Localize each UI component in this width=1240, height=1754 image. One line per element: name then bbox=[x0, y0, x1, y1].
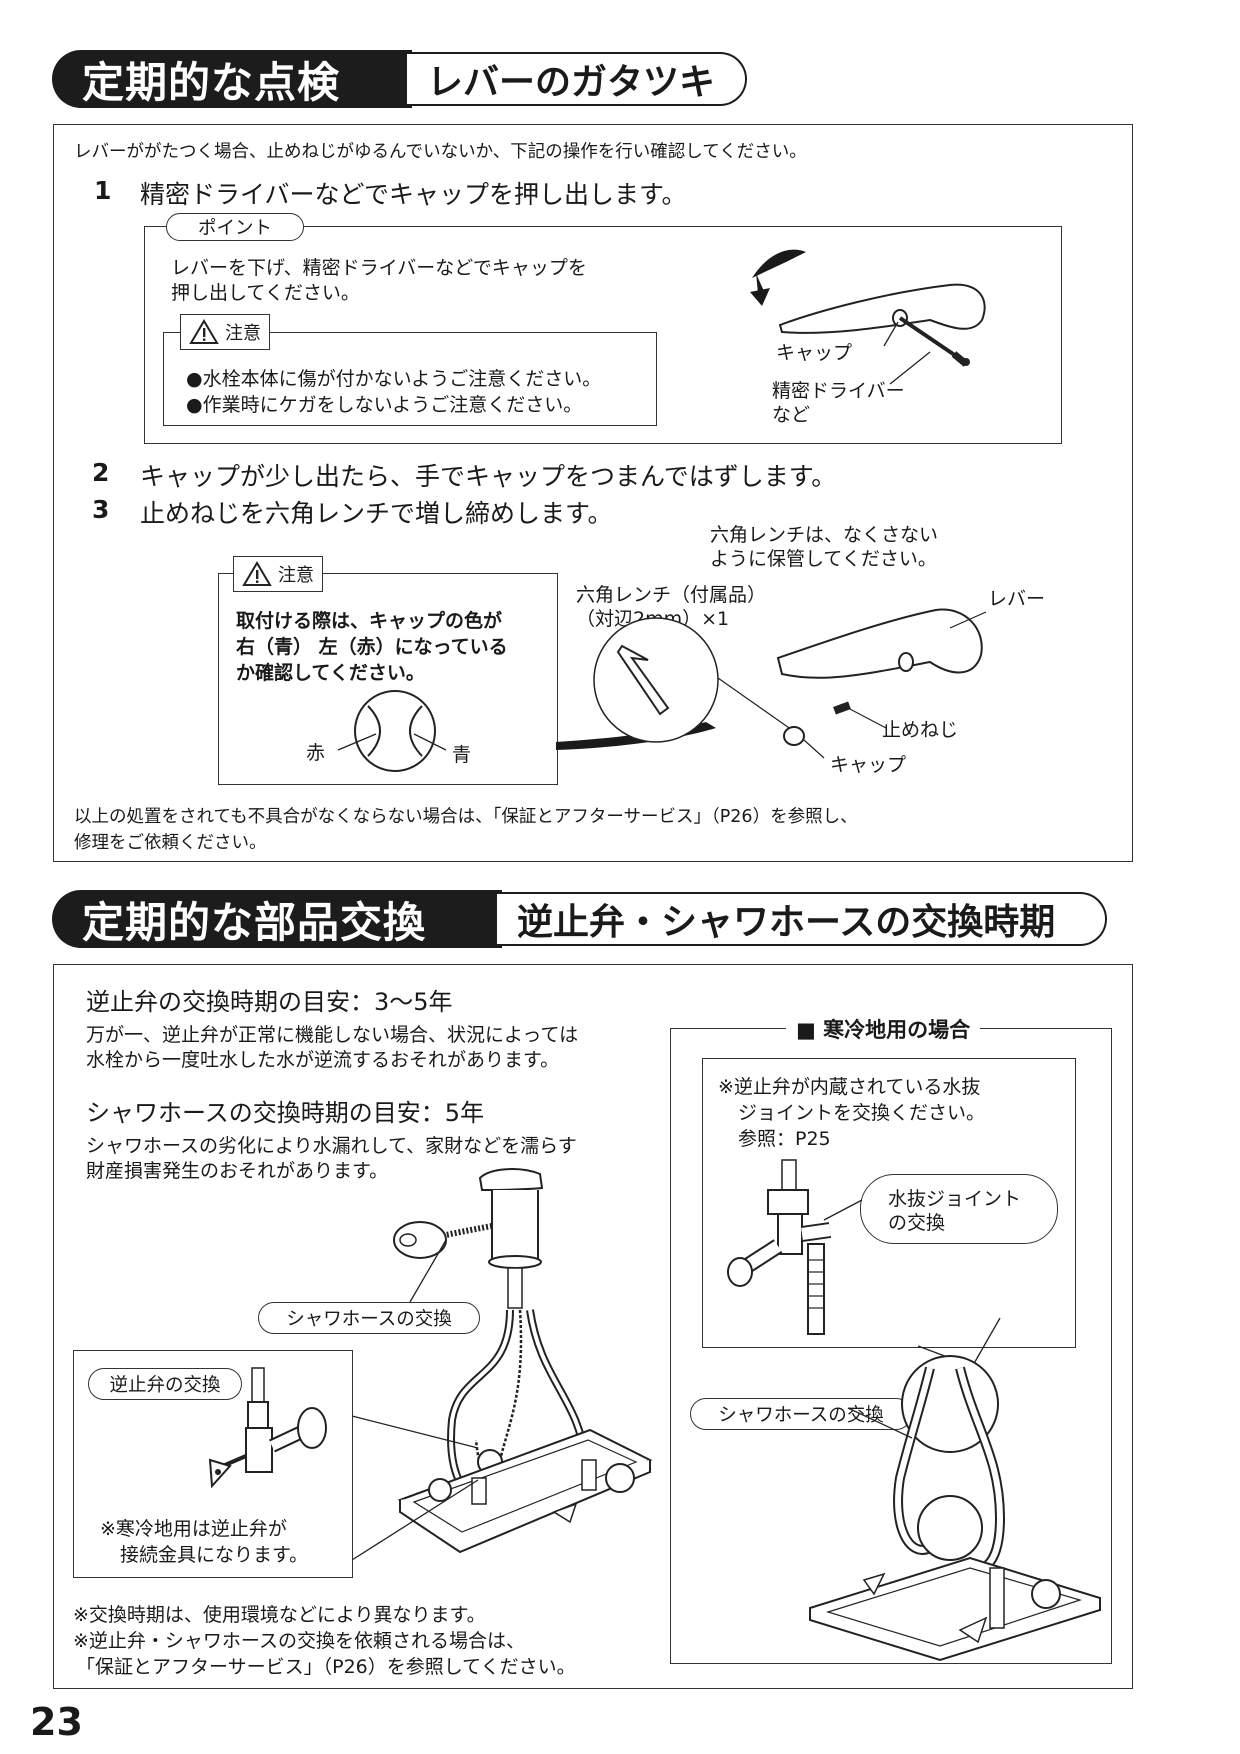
valve-exchange-label: 逆止弁の交換 bbox=[88, 1368, 242, 1400]
step2-text: キャップが少し出たら、手でキャップをつまんではずします。 bbox=[140, 462, 837, 491]
cold-note-line1: ※寒冷地用は逆止弁が bbox=[100, 1518, 287, 1540]
wrench-note-line2: ように保管してください。 bbox=[710, 548, 937, 570]
wrench-label-line1: 六角レンチ（付属品） bbox=[576, 584, 767, 606]
step1-number: 1 bbox=[94, 176, 112, 205]
inspection-intro: レバーががたつく場合、止めねじがゆるんでいないか、下記の操作を行い確認してくださ… bbox=[74, 142, 807, 162]
drain-joint-callout bbox=[860, 1174, 1058, 1244]
hose-exchange-label: シャワホースの交換 bbox=[258, 1302, 480, 1334]
step2-number: 2 bbox=[92, 458, 110, 487]
inspection-footer-line1: 以上の処置をされても不具合がなくならない場合は、「保証とアフターサービス」（P2… bbox=[74, 807, 858, 827]
exchange-note1: ※交換時期は、使用環境などにより異なります。 bbox=[73, 1604, 486, 1626]
step3-text: 止めねじを六角レンチで増し締めします。 bbox=[140, 499, 613, 528]
valve-illustration bbox=[208, 1367, 327, 1489]
screw-label: 止めねじ bbox=[882, 719, 959, 741]
section1-subtitle: レバーのガタツキ bbox=[407, 52, 747, 106]
cold-box-line1: ※逆止弁が内蔵されている水抜 bbox=[718, 1076, 981, 1098]
hose-exchange-label-2: シャワホースの交換 bbox=[690, 1398, 912, 1430]
caution-tag-2: 注意 bbox=[233, 556, 323, 592]
point-text-line1: レバーを下げ、精密ドライバーなどでキャップを bbox=[171, 257, 587, 279]
cap-label-1: キャップ bbox=[776, 342, 853, 364]
faucet-sink-illustration bbox=[393, 1168, 653, 1554]
lever-label: レバー bbox=[988, 588, 1046, 610]
caution-tag-1: 注意 bbox=[180, 314, 270, 350]
warning-triangle-icon bbox=[189, 319, 219, 345]
cold-note-line2: 接続金具になります。 bbox=[120, 1544, 309, 1566]
cold-faucet-illustration bbox=[809, 1317, 1101, 1662]
lever-driver-illustration bbox=[750, 249, 986, 385]
point-text-line2: 押し出してください。 bbox=[171, 282, 360, 304]
point-label: ポイント bbox=[166, 213, 304, 241]
caution-label-1: 注意 bbox=[225, 323, 261, 344]
cold-box-line3: 参照：P25 bbox=[738, 1128, 831, 1150]
wrench-note-line1: 六角レンチは、なくさない bbox=[710, 524, 939, 546]
caution-label-2: 注意 bbox=[278, 565, 314, 586]
drain-joint-line1: 水抜ジョイント bbox=[888, 1188, 1022, 1210]
drain-joint-line2: の交換 bbox=[888, 1212, 946, 1234]
hose-text-line2: 財産損害発生のおそれがあります。 bbox=[86, 1160, 389, 1182]
valve-text-line2: 水栓から一度吐水した水が逆流するおそれがあります。 bbox=[86, 1049, 560, 1071]
step1-text: 精密ドライバーなどでキャップを押し出します。 bbox=[140, 180, 687, 209]
inspection-footer-line2: 修理をご依頼ください。 bbox=[74, 833, 267, 853]
caution2-line3: か確認してください。 bbox=[236, 662, 425, 684]
blue-label: 青 bbox=[452, 744, 472, 766]
cap-label-2: キャップ bbox=[830, 754, 907, 776]
lever-wrench-illustration bbox=[556, 608, 987, 759]
driver-label-line2: など bbox=[772, 404, 811, 426]
red-label: 赤 bbox=[306, 742, 326, 764]
caution1-bullet2: ●作業時にケガをしないようご注意ください。 bbox=[186, 394, 583, 416]
caution1-bullet1: ●水栓本体に傷が付かないようご注意ください。 bbox=[186, 368, 602, 390]
exchange-note2: ※逆止弁・シャワホースの交換を依頼される場合は、 bbox=[73, 1630, 525, 1652]
cold-region-heading: ■ 寒冷地用の場合 bbox=[786, 1014, 981, 1044]
section2-title: 定期的な部品交換 bbox=[52, 890, 502, 948]
section1-title: 定期的な点検 bbox=[52, 50, 412, 108]
warning-triangle-icon bbox=[242, 561, 272, 587]
hose-heading: シャワホースの交換時期の目安：5年 bbox=[86, 1099, 485, 1127]
drain-joint-illustration bbox=[727, 1159, 863, 1335]
page-number: 23 bbox=[30, 1700, 83, 1744]
step3-number: 3 bbox=[92, 495, 110, 524]
valve-text-line1: 万が一、逆止弁が正常に機能しない場合、状況によっては bbox=[86, 1024, 579, 1046]
driver-label-line1: 精密ドライバー bbox=[772, 380, 905, 402]
caution2-line2: 右（青） 左（赤）になっている bbox=[236, 636, 508, 658]
exchange-note3: 「保証とアフターサービス」（P26）を参照してください。 bbox=[76, 1656, 576, 1678]
section2-subtitle: 逆止弁・シャワホースの交換時期 bbox=[497, 892, 1107, 946]
cap-color-diagram bbox=[337, 690, 447, 772]
hose-text-line1: シャワホースの劣化により水漏れして、家財などを濡らす bbox=[86, 1135, 577, 1157]
cold-box-line2: ジョイントを交換ください。 bbox=[738, 1102, 986, 1124]
valve-heading: 逆止弁の交換時期の目安：3～5年 bbox=[86, 988, 453, 1016]
caution2-line1: 取付ける際は、キャップの色が bbox=[236, 610, 503, 632]
